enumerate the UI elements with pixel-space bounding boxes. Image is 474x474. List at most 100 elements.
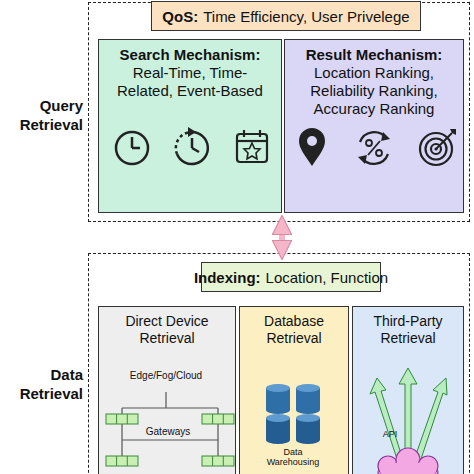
data-region: Data RetrievalIndexing:Location, Functio…	[88, 253, 470, 474]
database-cylinders-part	[296, 418, 320, 440]
box-heading: Result Mechanism:	[306, 46, 443, 64]
gateway-label: Gateways	[136, 426, 200, 437]
double-arrow	[279, 225, 285, 250]
box-body: Real-Time, Time-Related, Event-Based	[99, 64, 281, 100]
calendar-icon-part	[259, 130, 261, 137]
calendar-icon-part	[244, 143, 260, 159]
target-icon-part	[420, 133, 452, 165]
clock-icon-part	[131, 137, 134, 148]
clock-icon	[116, 132, 148, 164]
api-arrows-part	[414, 378, 447, 462]
cloud-symbol-part	[418, 456, 438, 474]
calendar-icon-part	[243, 130, 245, 137]
box-heading: Search Mechanism:	[120, 46, 261, 64]
gateway-symbols-part	[223, 456, 224, 466]
gateway-symbols-part	[223, 414, 224, 424]
calendar-icon-part	[237, 140, 267, 142]
network-wires-part	[165, 392, 166, 408]
box-title: Database Retrieval	[240, 307, 348, 347]
target-icon-part	[436, 133, 452, 149]
box-title: Third-Party Retrieval	[353, 307, 463, 347]
retrieval-box: Third-Party Retrieval	[352, 306, 464, 474]
network-wires-part	[217, 424, 218, 456]
api-label: API	[376, 430, 404, 440]
history-clock-icon-part	[177, 132, 208, 164]
cloud-symbol-part	[378, 456, 398, 474]
target-icon-part	[426, 139, 447, 160]
target-icon-part	[431, 144, 441, 154]
qos-box: QoS:Time Efficiency, User Privelege	[151, 1, 421, 31]
reliability-icon-part	[360, 132, 386, 142]
history-clock-icon	[176, 127, 208, 164]
database-cylinders-part	[266, 414, 290, 422]
indexing-box: Indexing:Location, Function	[201, 262, 381, 292]
tier-label: Edge/Fog/Cloud	[122, 370, 210, 381]
gateway-symbols-part	[127, 414, 128, 424]
clock-icon-part	[132, 147, 140, 150]
database-cylinders-part	[296, 436, 320, 444]
cloud-symbol	[378, 448, 438, 474]
database-cylinders-part	[296, 406, 320, 414]
reliability-icon-part	[366, 140, 372, 146]
reliability-icon-part	[376, 150, 382, 156]
cloud-symbol-part	[380, 462, 436, 474]
query-region: Query RetrievalQoS:Time Efficiency, User…	[88, 2, 470, 222]
region-heading: Query Retrieval	[3, 97, 83, 135]
box-title: Direct Device Retrieval	[99, 307, 235, 347]
location-pin-icon-part	[299, 128, 325, 166]
gateway-symbols-part	[212, 414, 213, 424]
gateway-symbols-part	[202, 456, 234, 466]
reliability-icon-part	[358, 155, 367, 164]
target-icon-part	[450, 129, 456, 135]
network-wires-part	[121, 424, 122, 456]
api-arrows-part	[399, 368, 417, 460]
reliability-icon-part	[362, 154, 388, 164]
network-wires-part	[217, 408, 218, 414]
reliability-icon-part	[368, 141, 380, 155]
box-value: Location, Function	[266, 269, 389, 286]
box-key: QoS:	[162, 8, 198, 25]
target-icon	[420, 129, 456, 165]
history-clock-icon-part	[188, 127, 196, 137]
database-cylinders-part	[296, 384, 320, 392]
gateway-symbols-part	[106, 456, 138, 466]
clock-icon-part	[116, 132, 148, 164]
database-cylinders-part	[266, 384, 290, 392]
database-cylinders-part	[296, 414, 320, 422]
history-clock-icon-part	[176, 132, 192, 154]
region-heading: Data Retrieval	[3, 366, 83, 404]
cloud-symbol-part	[378, 460, 438, 474]
box-key: Indexing:	[194, 269, 261, 286]
retrieval-box: Direct Device Retrieval	[98, 306, 236, 474]
network-wires-part	[122, 407, 218, 408]
target-icon-part	[434, 147, 437, 150]
network-wires-part	[122, 439, 218, 440]
reliability-icon	[358, 132, 390, 164]
gateway-symbols	[106, 414, 234, 466]
location-pin-icon-part	[307, 136, 317, 146]
database-cylinders-part	[266, 388, 290, 410]
database-cylinders-part	[296, 388, 320, 410]
database-cylinders-part	[266, 406, 290, 414]
network-wires	[122, 392, 218, 456]
gateway-symbols-part	[106, 414, 138, 424]
database-cylinders-part	[266, 436, 290, 444]
api-arrows	[370, 368, 447, 462]
calendar-icon-part	[237, 134, 267, 162]
history-clock-icon-part	[191, 138, 194, 148]
warehouse-label: Data Warehousing	[260, 448, 326, 468]
gateway-symbols-part	[116, 456, 117, 466]
gateway-symbols-part	[127, 456, 128, 466]
history-clock-icon-part	[192, 148, 199, 152]
cloud-symbol-part	[396, 448, 420, 472]
box-body: Location Ranking, Reliability Ranking, A…	[285, 64, 463, 118]
database-cylinders	[266, 384, 320, 444]
gateway-symbols-part	[202, 414, 234, 424]
reliability-icon-part	[381, 132, 390, 141]
database-cylinders-part	[266, 418, 290, 440]
gateway-symbols-part	[212, 456, 213, 466]
result-box: Result Mechanism:Location Ranking, Relia…	[284, 39, 464, 213]
location-pin-icon	[299, 128, 325, 166]
gateway-symbols-part	[116, 414, 117, 424]
